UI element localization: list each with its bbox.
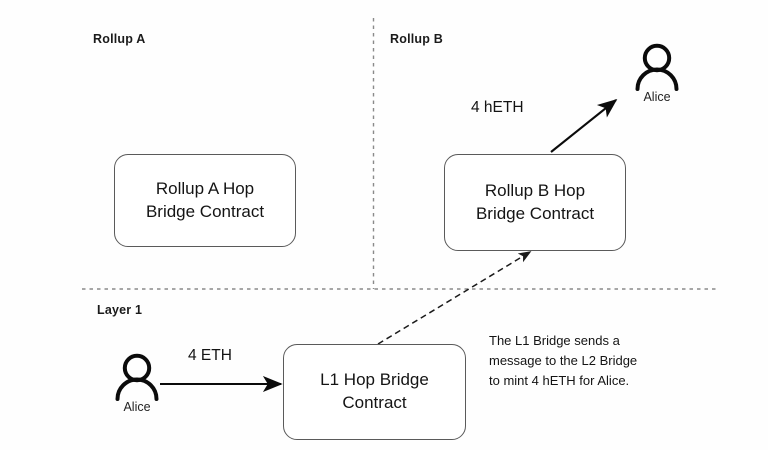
actor-alice-rollup-b: Alice	[632, 89, 682, 104]
zone-label-rollup-b: Rollup B	[390, 32, 443, 46]
node-rollup-a-bridge-label: Rollup A Hop Bridge Contract	[138, 178, 272, 224]
node-rollup-b-bridge[interactable]: Rollup B Hop Bridge Contract	[444, 154, 626, 251]
node-l1-bridge[interactable]: L1 Hop Bridge Contract	[283, 344, 466, 440]
zone-label-layer-1: Layer 1	[97, 303, 143, 317]
actor-alice-l1: Alice	[112, 399, 162, 414]
node-l1-bridge-line1: L1 Hop Bridge	[320, 370, 429, 390]
bridge-message-note: The L1 Bridge sends a message to the L2 …	[489, 333, 638, 389]
mint-arrow	[550, 98, 618, 153]
node-l1-bridge-label: L1 Hop Bridge Contract	[312, 369, 437, 415]
edge-label-deposit: 4 ETH	[188, 347, 232, 364]
node-rollup-b-bridge-line2: Bridge Contract	[475, 203, 595, 223]
node-rollup-b-bridge-label: Rollup B Hop Bridge Contract	[468, 180, 602, 226]
actor-alice-rollup-b-name: Alice	[643, 90, 671, 104]
person-icon	[115, 353, 159, 401]
edge-label-mint: 4 hETH	[471, 99, 524, 116]
actor-alice-l1-name: Alice	[123, 400, 151, 414]
node-l1-bridge-line2: Contract	[342, 393, 407, 412]
node-rollup-a-bridge-line2: Bridge Contract	[145, 201, 265, 221]
zone-label-rollup-a: Rollup A	[93, 32, 146, 46]
node-rollup-a-bridge-line1: Rollup A Hop	[155, 178, 255, 198]
node-rollup-b-bridge-line1: Rollup B Hop	[484, 180, 586, 200]
node-rollup-a-bridge[interactable]: Rollup A Hop Bridge Contract	[114, 154, 296, 247]
person-icon	[635, 43, 679, 91]
